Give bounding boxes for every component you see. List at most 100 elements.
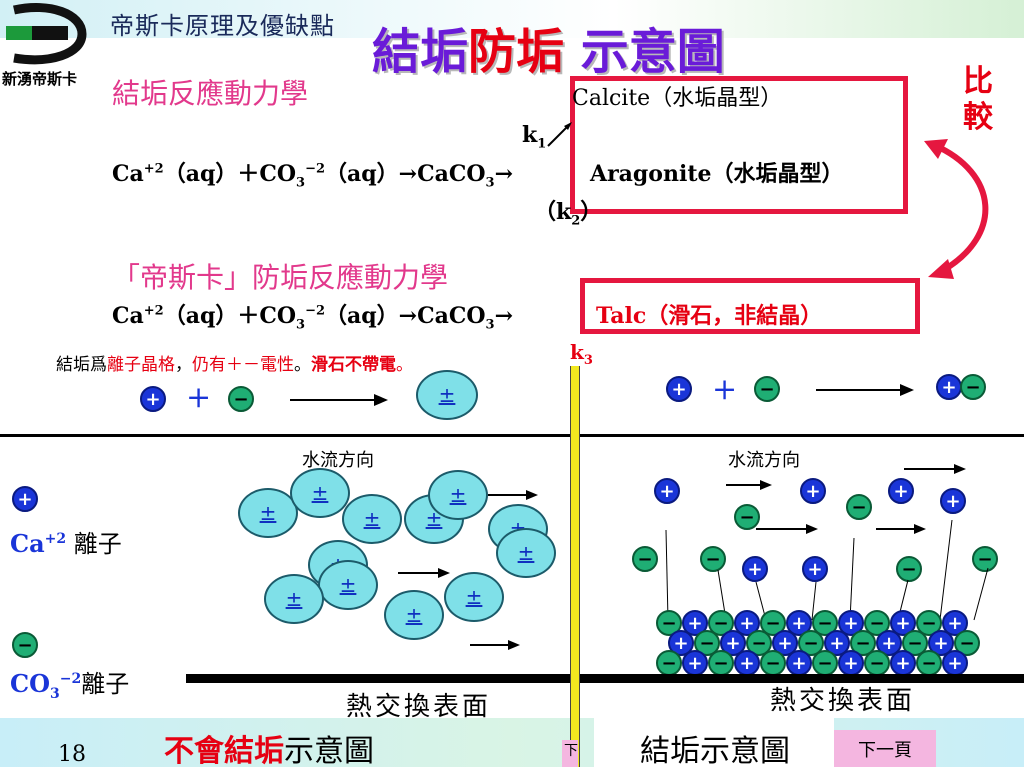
scaling-heading: 結垢反應動力學	[112, 77, 309, 110]
scale-co3-ion: −	[864, 610, 890, 636]
plus-operator: +	[712, 372, 738, 407]
k2-label: （k2）	[534, 199, 603, 229]
title-part-scale: 結垢	[372, 24, 469, 80]
co3-ion: −	[960, 374, 986, 400]
talc-particle: ±	[496, 528, 556, 578]
legend-ca-icon: +	[12, 486, 38, 512]
co3-ion: −	[228, 386, 254, 412]
logo: 新湧帝斯卡	[0, 0, 100, 92]
antiscale-heading: 「帝斯卡」防垢反應動力學	[112, 261, 449, 294]
caption-left: 不會結垢示意圖	[164, 734, 374, 769]
flow-direction-label-right: 水流方向	[728, 450, 800, 471]
ca-ion: +	[800, 478, 826, 504]
co3-ion: −	[632, 546, 658, 572]
flow-arrow	[470, 640, 520, 650]
scale-ca-ion: +	[786, 610, 812, 636]
reaction-arrow-right	[816, 384, 914, 396]
talc-particle: ±	[416, 370, 478, 420]
charge-note: 結垢爲離子晶格，仍有＋－電性。滑石不帶電。	[56, 355, 413, 375]
flow-arrow	[726, 480, 772, 490]
scale-ca-ion: +	[734, 610, 760, 636]
talc-particle: ±	[428, 470, 488, 520]
scale-ca-ion: +	[942, 650, 968, 676]
talc-box	[580, 278, 920, 334]
plus-operator: +	[186, 380, 212, 415]
ca-ion: +	[742, 556, 768, 582]
legend-co3-label: CO3−2離子	[10, 669, 130, 702]
logo-icon	[6, 3, 87, 65]
vertical-divider	[570, 366, 580, 767]
k1-label: k1	[522, 122, 547, 152]
ca-ion: +	[654, 478, 680, 504]
compare-label-line2: 較	[963, 100, 993, 135]
co3-ion: −	[700, 546, 726, 572]
flow-arrow	[756, 524, 818, 534]
scaling-equation: Ca+2（aq）＋CO3−2（aq）→CaCO3→	[112, 161, 514, 191]
k1-arrow	[547, 122, 572, 147]
scale-ca-ion: +	[786, 650, 812, 676]
header-subtitle: 帝斯卡原理及優缺點	[110, 12, 335, 40]
ca-ion: +	[140, 386, 166, 412]
prev-page-button[interactable]: 下	[562, 740, 578, 767]
co3-ion: −	[734, 504, 760, 530]
scale-co3-ion: −	[656, 650, 682, 676]
talc-particle: ±	[318, 560, 378, 610]
talc-particle: ±	[264, 574, 324, 624]
compare-label: 比 較	[958, 64, 998, 136]
talc-label: Talc（滑石，非結晶）	[596, 303, 823, 329]
crystal-box	[570, 76, 908, 214]
caption-right: 結垢示意圖	[640, 734, 790, 769]
page-number: 18	[58, 742, 86, 767]
talc-particle: ±	[238, 488, 298, 538]
talc-particle: ±	[290, 468, 350, 518]
heat-surface-label-right: 熱交換表面	[770, 686, 916, 716]
k3-label: k3	[570, 340, 593, 368]
flow-arrow	[876, 524, 926, 534]
reaction-arrow-left	[290, 394, 388, 406]
ca-ion: +	[940, 488, 966, 514]
scale-ca-ion: +	[890, 650, 916, 676]
scale-co3-ion: −	[916, 650, 942, 676]
co3-ion: −	[754, 376, 780, 402]
flow-arrow	[488, 490, 538, 500]
scale-co3-ion: −	[812, 650, 838, 676]
ca-ion: +	[888, 478, 914, 504]
scale-ca-ion: +	[734, 650, 760, 676]
scale-co3-ion: −	[864, 650, 890, 676]
scale-ca-ion: +	[682, 650, 708, 676]
flow-direction-label-left: 水流方向	[302, 450, 374, 471]
legend-ca-label: Ca+2 離子	[10, 529, 122, 558]
heat-surface-left	[186, 674, 570, 683]
title-part-antiscale: 防垢	[468, 24, 565, 80]
co3-ion: −	[846, 494, 872, 520]
heat-surface-right	[580, 674, 1024, 683]
co3-ion: −	[972, 546, 998, 572]
title-part-diagram: 示意圖	[580, 24, 725, 80]
header-band	[0, 0, 1024, 38]
flow-arrow	[398, 568, 450, 578]
co3-ion: −	[896, 556, 922, 582]
ca-ion: +	[802, 556, 828, 582]
antiscale-equation: Ca+2（aq）＋CO3−2（aq）→CaCO3→	[112, 303, 514, 333]
ca-ion: +	[666, 376, 692, 402]
talc-particle: ±	[342, 494, 402, 544]
legend-co3-icon: −	[12, 632, 38, 658]
scale-co3-ion: −	[708, 650, 734, 676]
horizontal-divider	[0, 434, 1024, 437]
flow-arrow	[904, 464, 966, 474]
talc-particle: ±	[444, 572, 504, 622]
talc-particle: ±	[384, 590, 444, 640]
page-title: 結垢防垢 示意圖	[372, 12, 725, 82]
compare-arrow	[924, 139, 989, 279]
calcite-label: Calcite（水垢晶型）	[572, 86, 783, 111]
caption-right-bg	[594, 718, 834, 767]
scale-ca-ion: +	[838, 650, 864, 676]
scale-ca-ion: +	[824, 630, 850, 656]
logo-text: 新湧帝斯卡	[2, 70, 78, 88]
compare-label-line1: 比	[963, 64, 993, 99]
next-page-button[interactable]: 下一頁	[834, 730, 936, 767]
scale-co3-ion: −	[760, 650, 786, 676]
ca-ion: +	[936, 374, 962, 400]
aragonite-label: Aragonite（水垢晶型）	[590, 161, 844, 187]
heat-surface-label-left: 熱交換表面	[346, 692, 492, 722]
